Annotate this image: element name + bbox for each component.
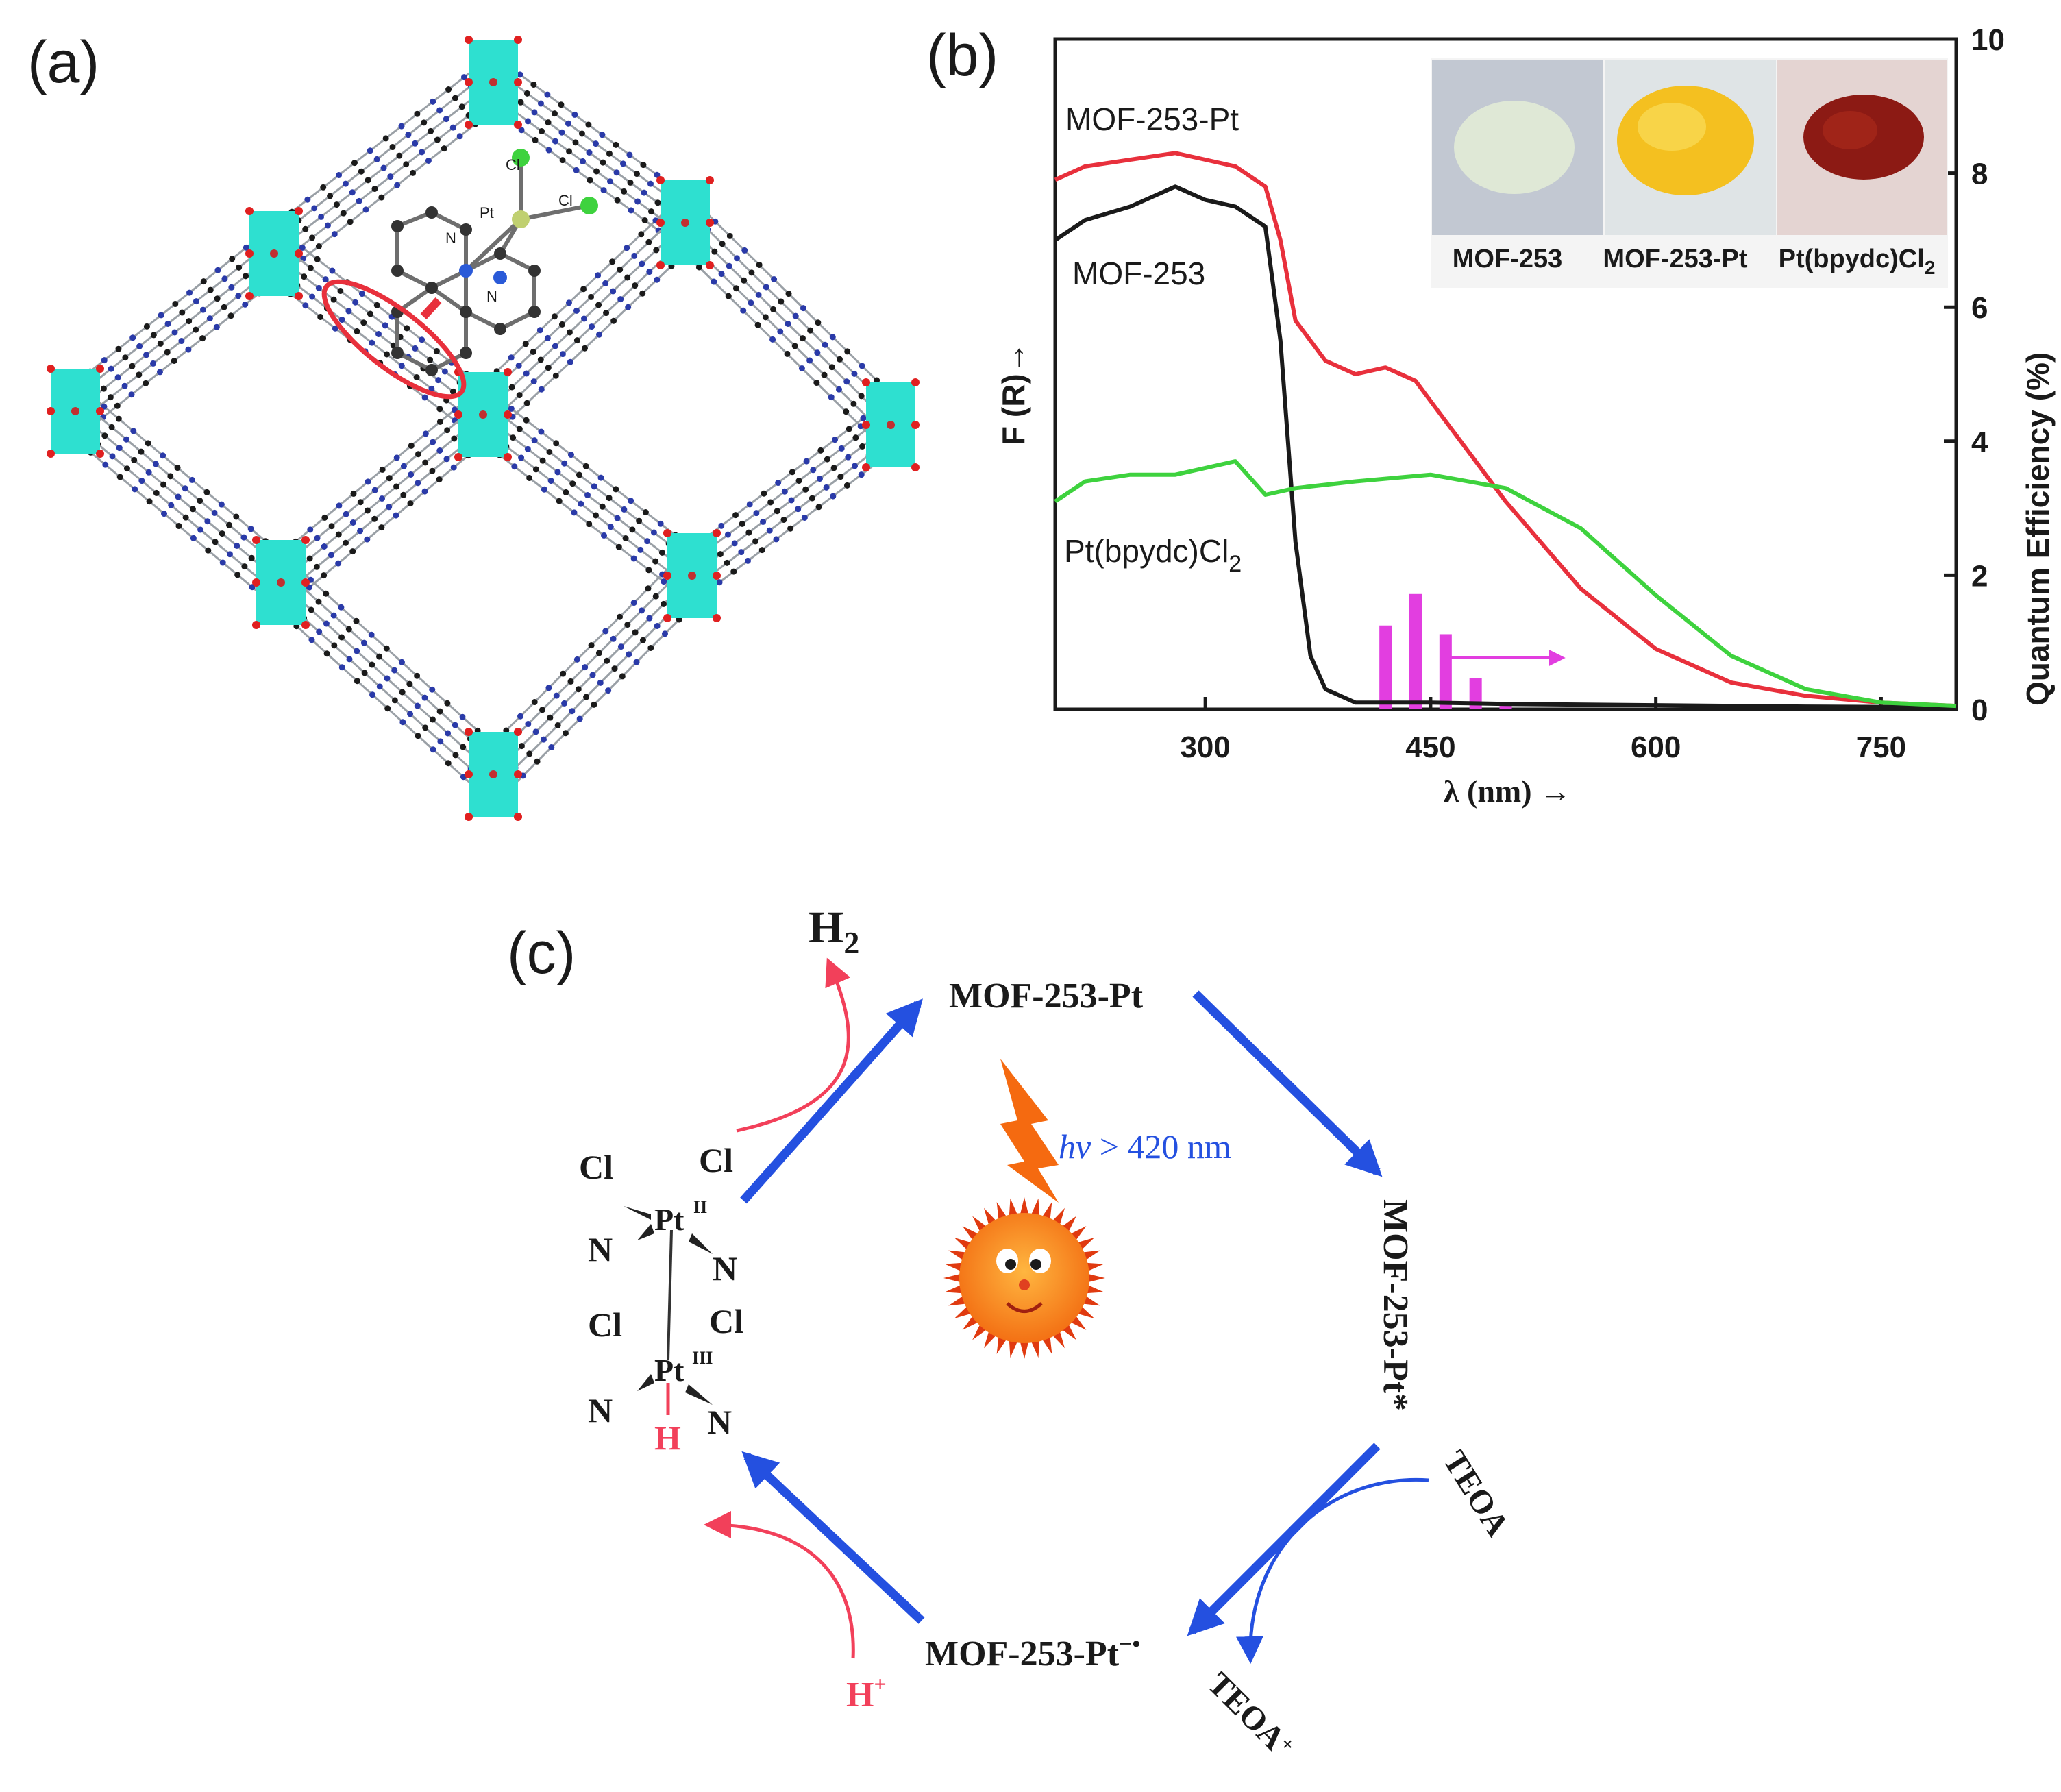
svg-text:N: N [588, 1230, 613, 1268]
inset-caption-mof253pt: MOF-253-Pt [1603, 245, 1747, 273]
arrow-teoa-oxidation [1236, 1477, 1429, 1664]
teoa-donor: TEOA [1436, 1445, 1516, 1543]
node-mof253pt-excited: MOF-253-Pt* [1376, 1199, 1415, 1411]
svg-text:Cl: Cl [699, 1141, 733, 1179]
series-line-mof-253-pt [1054, 151, 1957, 709]
x-tick-label: 600 [1631, 731, 1681, 764]
svg-text:III: III [692, 1348, 713, 1368]
arrow-h2-release [736, 957, 851, 1133]
chart-area: 300 450 600 750 0 2 4 6 8 10 λ (nm) → F (R)→ Qua… [996, 23, 2056, 809]
proton-h-plus: H+ [846, 1671, 887, 1715]
svg-text:N: N [713, 1249, 737, 1288]
x-tick-label: 450 [1405, 731, 1455, 764]
series-line-mof-253 [1054, 184, 1957, 710]
qe-bar [1379, 625, 1392, 709]
y-tick-label: 6 [1971, 291, 1988, 325]
series-label-mof253pt: MOF-253-Pt [1065, 101, 1239, 137]
y-axis-ticks-right: 0 2 4 6 8 10 [1944, 23, 2005, 727]
y-tick-label: 8 [1971, 158, 1988, 191]
highlight-ellipse [321, 279, 467, 400]
svg-text:Pt: Pt [654, 1202, 684, 1237]
series-label-mof253: MOF-253 [1072, 256, 1205, 291]
y-tick-label: 2 [1971, 559, 1988, 593]
svg-text:Cl: Cl [579, 1148, 613, 1186]
h2-product: H2 [809, 903, 859, 960]
svg-text:N: N [486, 288, 497, 305]
qe-bar [1439, 634, 1452, 709]
x-tick-label: 300 [1180, 731, 1230, 764]
panel-c: (c) H2 MOF-253-Pt MOF-253-Pt* MOF-253-Pt… [507, 903, 1516, 1765]
node-mof253pt: MOF-253-Pt [949, 977, 1144, 1016]
arrow-complex-to-mof [740, 998, 923, 1204]
panel-a: (a) N N [27, 29, 920, 821]
svg-text:N: N [445, 230, 456, 247]
absorption-series [1054, 151, 1957, 710]
teoa-oxidized: TEOA+ [1200, 1665, 1300, 1765]
highlight-pointer [420, 297, 442, 320]
sample-photo-inset: MOF-253 MOF-253-Pt Pt(bpydc)Cl2 [1431, 58, 1948, 288]
y-axis-title-right: Quantum Efficiency (%) [2020, 352, 2056, 706]
x-axis-title: λ (nm) → [1444, 774, 1571, 809]
x-tick-label: 750 [1856, 731, 1906, 764]
arrow-mof-to-excited [1192, 990, 1383, 1177]
panel-b-label: (b) [926, 23, 998, 88]
light-condition: hv > 420 nm [1059, 1127, 1231, 1166]
qe-bar [1409, 593, 1422, 709]
lightning-bolt-icon [1000, 1059, 1059, 1203]
y-tick-label: 0 [1971, 694, 1988, 727]
series-label-ptbpydc: Pt(bpydc)Cl2 [1064, 533, 1242, 577]
node-mof253pt-reduced: MOF-253-Pt−• [925, 1632, 1140, 1673]
panel-b: (b) 300 450 600 750 0 2 4 6 8 10 λ (nm) → F (R)→… [926, 23, 2056, 809]
inset-caption-mof253: MOF-253 [1453, 245, 1562, 273]
inset-caption-ptbpydc: Pt(bpydc)Cl2 [1779, 245, 1936, 278]
svg-text:Pt: Pt [654, 1353, 684, 1388]
y-tick-label: 10 [1971, 23, 2005, 57]
svg-text:Cl: Cl [709, 1302, 743, 1340]
series-line-pt-bpydc-cl2 [1054, 459, 1957, 709]
svg-text:N: N [707, 1403, 732, 1441]
arrow-proton-uptake [704, 1511, 855, 1659]
svg-text:II: II [693, 1197, 707, 1217]
svg-text:Cl: Cl [558, 192, 573, 209]
x-axis-ticks: 300 450 600 750 [1180, 697, 1906, 764]
qe-bar [1499, 706, 1512, 709]
svg-text:Cl: Cl [588, 1305, 622, 1344]
framework-lattice [47, 36, 920, 821]
arrow-excited-to-reduced [1187, 1443, 1381, 1636]
y-tick-label: 4 [1971, 426, 1988, 459]
svg-text:Pt: Pt [480, 204, 494, 221]
svg-text:N: N [588, 1391, 613, 1429]
panel-c-label: (c) [507, 920, 576, 986]
panel-a-label: (a) [27, 29, 99, 95]
smiling-sun-icon [943, 1197, 1105, 1359]
svg-text:Cl: Cl [506, 156, 520, 173]
quantum-efficiency-bars [1379, 593, 1512, 709]
svg-text:H: H [654, 1419, 681, 1457]
y-axis-title-left: F (R)→ [996, 342, 1031, 445]
pt-complex-molecule: N N Pt Cl Cl [391, 149, 598, 376]
arrow-reduced-to-complex [741, 1451, 925, 1624]
pt-dimer-complex: Cl Cl Pt II N N Cl Cl Pt III N N H [579, 1141, 743, 1457]
